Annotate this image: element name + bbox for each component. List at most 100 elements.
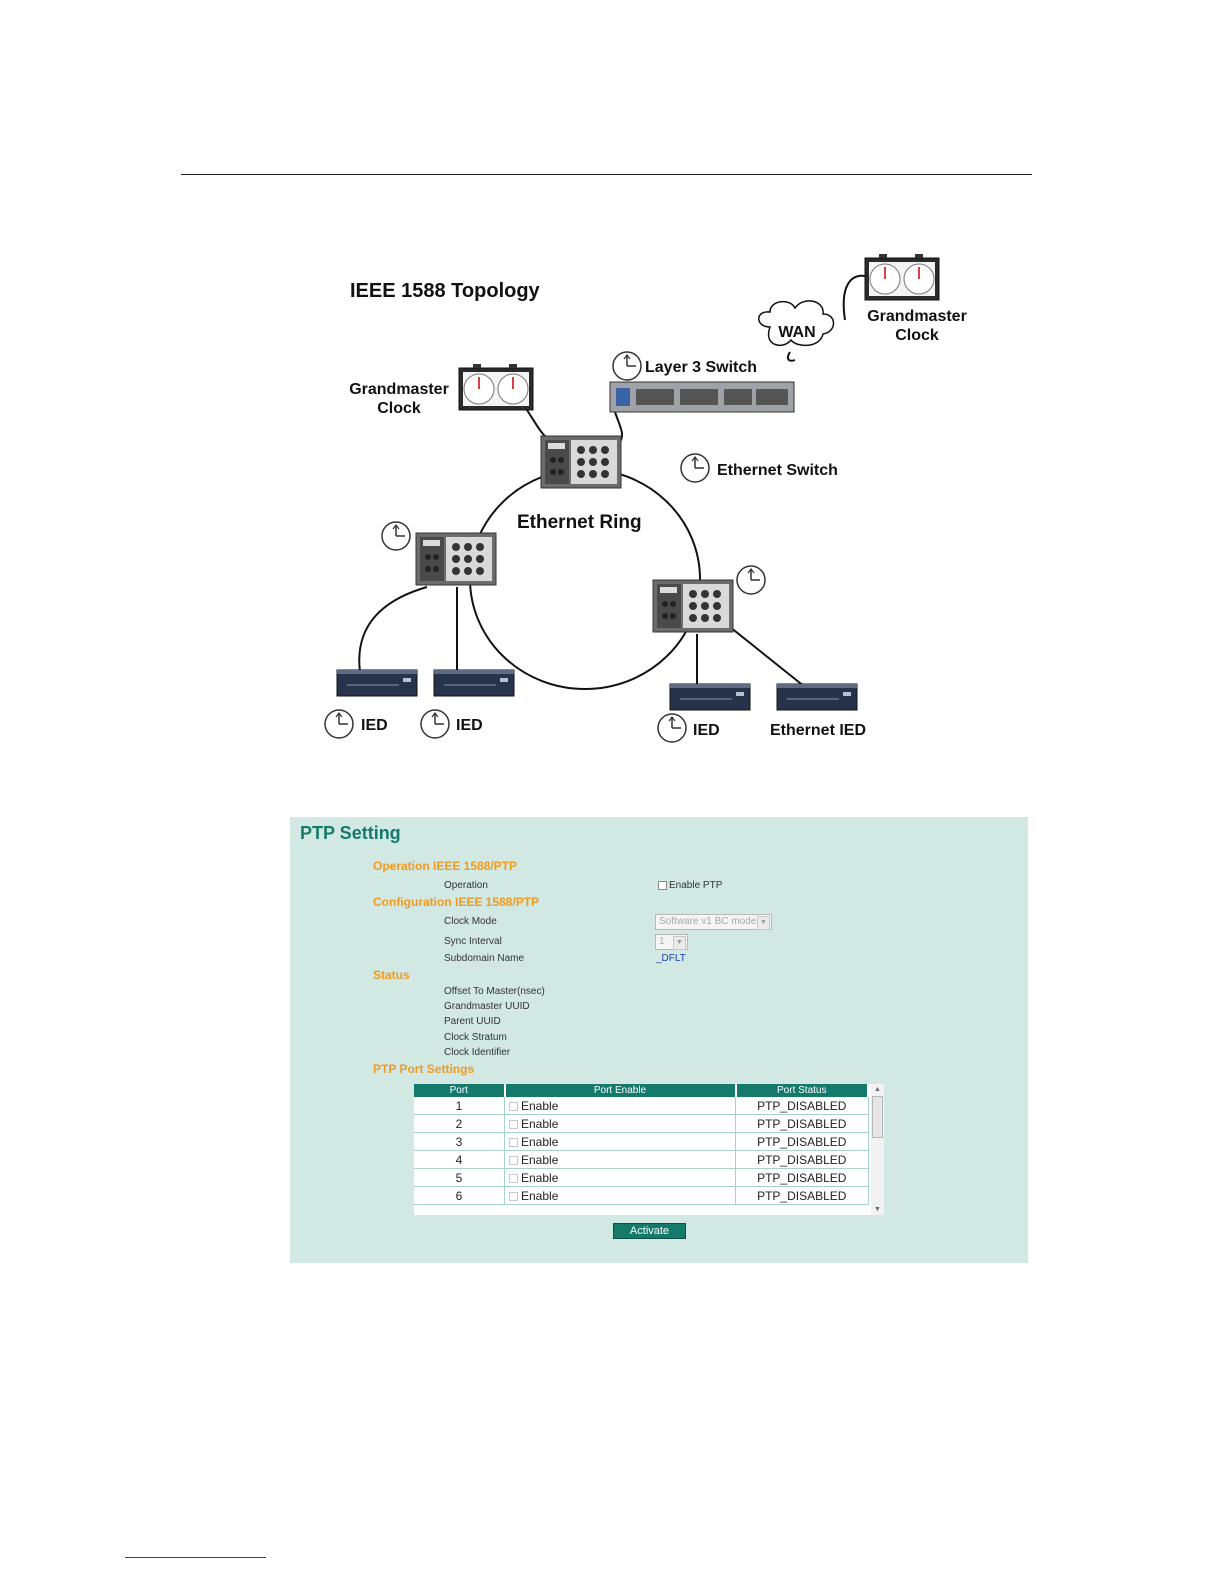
page-title: PTP Setting — [300, 823, 401, 843]
section-operation: Operation IEEE 1588/PTP — [373, 859, 518, 873]
port-status: PTP_DISABLED — [735, 1150, 869, 1169]
port-status: PTP_DISABLED — [735, 1168, 869, 1187]
activate-button[interactable]: Activate — [613, 1223, 686, 1239]
port-enable-cell[interactable]: Enable — [504, 1186, 736, 1205]
gm-clock-local-label: Grandmaster — [349, 381, 449, 398]
port-table-container[interactable]: Port Port Enable Port Status 1 Enable PT… — [414, 1084, 884, 1215]
header-rule — [181, 174, 1032, 175]
port-enable-label: Enable — [521, 1116, 559, 1131]
ied-label: IED — [456, 717, 483, 734]
port-status: PTP_DISABLED — [735, 1132, 869, 1151]
column-header-port-status: Port Status — [735, 1084, 869, 1097]
table-row: 4 Enable PTP_DISABLED — [414, 1150, 869, 1169]
subdomain-label: Subdomain Name — [444, 953, 525, 964]
ied-device-2 — [433, 669, 515, 697]
grandmaster-uuid-label: Grandmaster UUID — [444, 1001, 530, 1012]
port-enable-checkbox[interactable] — [509, 1173, 518, 1183]
clock-icon — [612, 351, 642, 381]
grandmaster-clock-local — [458, 363, 534, 411]
operation-label: Operation — [444, 880, 488, 891]
scrollbar-thumb[interactable] — [872, 1096, 883, 1138]
port-enable-checkbox[interactable] — [509, 1155, 518, 1165]
ethernet-ied-device — [776, 683, 858, 711]
port-number: 1 — [414, 1097, 505, 1115]
table-row: 5 Enable PTP_DISABLED — [414, 1168, 869, 1187]
port-enable-cell[interactable]: Enable — [504, 1132, 736, 1151]
port-number: 3 — [414, 1132, 505, 1151]
wan-label: WAN — [778, 324, 815, 341]
layer3-switch-device — [609, 381, 795, 413]
ied-device-3 — [669, 683, 751, 711]
port-settings-table: Port Port Enable Port Status 1 Enable PT… — [414, 1084, 869, 1205]
table-scrollbar[interactable]: ▲ ▼ — [871, 1084, 884, 1215]
port-enable-cell[interactable]: Enable — [504, 1150, 736, 1169]
ied-device-1 — [336, 669, 418, 697]
port-enable-label: Enable — [521, 1134, 559, 1149]
ptp-setting-panel: PTP Setting Operation IEEE 1588/PTP Oper… — [290, 817, 1028, 1263]
layer3-switch-label: Layer 3 Switch — [645, 359, 757, 376]
column-header-port-enable: Port Enable — [504, 1084, 737, 1097]
port-status: PTP_DISABLED — [735, 1114, 869, 1133]
ethernet-switch-left — [415, 532, 497, 586]
clock-mode-label: Clock Mode — [444, 916, 497, 927]
port-enable-checkbox[interactable] — [509, 1137, 518, 1147]
port-number: 4 — [414, 1150, 505, 1169]
gm-clock-remote-label: Grandmaster — [867, 308, 967, 325]
ethernet-ied-label: Ethernet IED — [770, 722, 866, 739]
table-row: 1 Enable PTP_DISABLED — [414, 1097, 869, 1115]
clock-icon — [420, 709, 450, 739]
ethernet-switch-label: Ethernet Switch — [717, 462, 838, 479]
chevron-down-icon[interactable]: ▼ — [673, 936, 686, 950]
sync-interval-select[interactable]: 1 ▼ — [655, 934, 688, 950]
clock-icon — [324, 709, 354, 739]
chevron-down-icon[interactable]: ▼ — [757, 916, 770, 930]
diagram-title: IEEE 1588 Topology — [350, 280, 541, 302]
sync-interval-label: Sync Interval — [444, 936, 502, 947]
ethernet-switch-right — [652, 579, 734, 633]
enable-ptp-label: Enable PTP — [669, 880, 723, 891]
port-number: 6 — [414, 1186, 505, 1205]
port-enable-cell[interactable]: Enable — [504, 1097, 736, 1115]
port-enable-checkbox[interactable] — [509, 1101, 518, 1111]
footer-rule — [125, 1557, 266, 1558]
port-enable-label: Enable — [521, 1152, 559, 1167]
clock-icon — [381, 521, 411, 551]
scroll-up-icon[interactable]: ▲ — [874, 1086, 881, 1093]
ied-label: IED — [361, 717, 388, 734]
table-row: 2 Enable PTP_DISABLED — [414, 1114, 869, 1133]
port-enable-checkbox[interactable] — [509, 1119, 518, 1129]
column-header-port: Port — [414, 1084, 506, 1097]
wan-cloud — [758, 300, 835, 347]
clock-stratum-label: Clock Stratum — [444, 1032, 507, 1043]
clock-icon — [736, 565, 766, 595]
grandmaster-clock-remote — [864, 253, 940, 301]
section-status: Status — [373, 968, 410, 982]
ethernet-ring-path — [469, 468, 701, 690]
port-enable-label: Enable — [521, 1170, 559, 1185]
scroll-down-icon[interactable]: ▼ — [874, 1206, 881, 1213]
gm-clock-local-label: Clock — [377, 400, 421, 417]
port-enable-label: Enable — [521, 1188, 559, 1203]
ied-label: IED — [693, 722, 720, 739]
ethernet-switch-top — [540, 435, 622, 489]
checkbox-box[interactable] — [658, 880, 667, 890]
enable-ptp-checkbox[interactable]: Enable PTP — [658, 880, 722, 891]
clock-mode-value: Software v1 BC mode — [659, 916, 757, 927]
section-port-settings: PTP Port Settings — [373, 1062, 475, 1076]
subdomain-value: _DFLT — [656, 953, 686, 964]
port-number: 2 — [414, 1114, 505, 1133]
table-row: 6 Enable PTP_DISABLED — [414, 1186, 869, 1205]
port-enable-label: Enable — [521, 1098, 559, 1113]
clock-icon — [680, 453, 710, 483]
parent-uuid-label: Parent UUID — [444, 1016, 501, 1027]
gm-clock-remote-label: Clock — [895, 327, 939, 344]
port-enable-cell[interactable]: Enable — [504, 1114, 736, 1133]
port-enable-checkbox[interactable] — [509, 1191, 518, 1201]
section-configuration: Configuration IEEE 1588/PTP — [373, 895, 540, 909]
port-status: PTP_DISABLED — [735, 1097, 869, 1115]
clock-icon — [657, 713, 687, 743]
clock-mode-select[interactable]: Software v1 BC mode ▼ — [655, 914, 772, 930]
port-status: PTP_DISABLED — [735, 1186, 869, 1205]
port-enable-cell[interactable]: Enable — [504, 1168, 736, 1187]
ieee1588-topology-diagram: IEEE 1588 Topology Grandmaster Clock WAN… — [324, 253, 967, 743]
